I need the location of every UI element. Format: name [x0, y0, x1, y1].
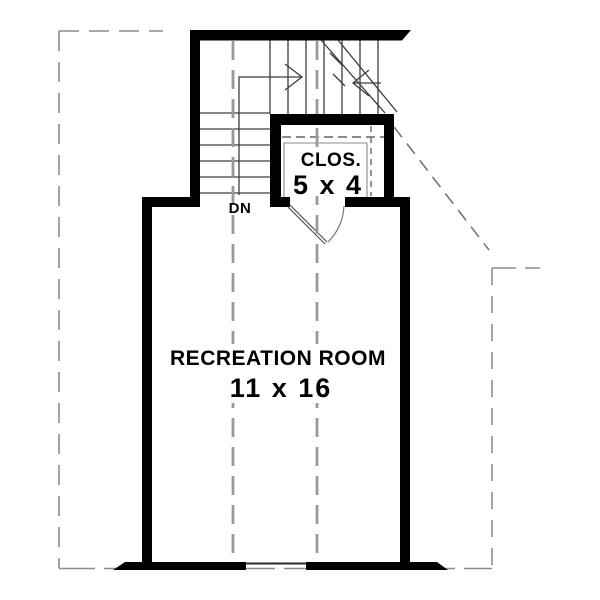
closet-label-backdrop — [293, 148, 365, 196]
break-tick — [329, 52, 343, 66]
wall-bottom-right — [306, 562, 448, 570]
break-tick — [332, 73, 346, 87]
stair-down-arrow — [238, 63, 304, 195]
arrow-shaft — [238, 76, 302, 195]
break-line — [337, 39, 398, 113]
door-leaf-line — [287, 206, 326, 245]
wall-closet-bottom-stub — [270, 197, 290, 207]
arrow-head-icon — [351, 69, 370, 97]
wall-room-left — [142, 197, 152, 565]
door-swing-arc — [327, 205, 345, 243]
wall-closet-left — [270, 114, 281, 197]
room-dimensions: 11 x 16 — [230, 373, 333, 403]
wall-stair-left — [190, 30, 200, 197]
closet-dimensions: 5 x 4 — [293, 170, 363, 200]
attic-boundary-lines — [58, 30, 540, 570]
closet-shelf-outline — [283, 142, 368, 197]
stair-break-lines — [320, 39, 398, 114]
room-label-backdrop — [166, 344, 390, 403]
break-line — [320, 39, 386, 114]
closet-label: CLOS. — [301, 150, 362, 171]
stair-dn-label: DN — [229, 200, 252, 217]
staircase — [200, 39, 398, 195]
stair-return-arrow — [351, 69, 381, 97]
roof-diagonal-dashed-line — [393, 126, 490, 251]
stair-treads-lower — [200, 112, 270, 194]
wall-room-right — [400, 197, 410, 565]
wall-room-top-left — [142, 197, 200, 207]
door-leaf-line — [289, 204, 328, 243]
room-label: RECREATION ROOM — [170, 347, 386, 370]
wall-stair-top — [190, 30, 411, 41]
closet-door — [287, 204, 345, 245]
wall-bottom-left — [113, 562, 246, 570]
wall-closet-top — [270, 114, 394, 125]
labels: RECREATION ROOM 11 x 16 CLOS. 5 x 4 DN — [170, 150, 386, 403]
arrow-head-icon — [284, 63, 304, 91]
wall-closet-bottom-right — [345, 197, 410, 207]
closet-interior — [282, 126, 384, 197]
wall-closet-right — [384, 114, 394, 197]
walls — [113, 30, 448, 570]
